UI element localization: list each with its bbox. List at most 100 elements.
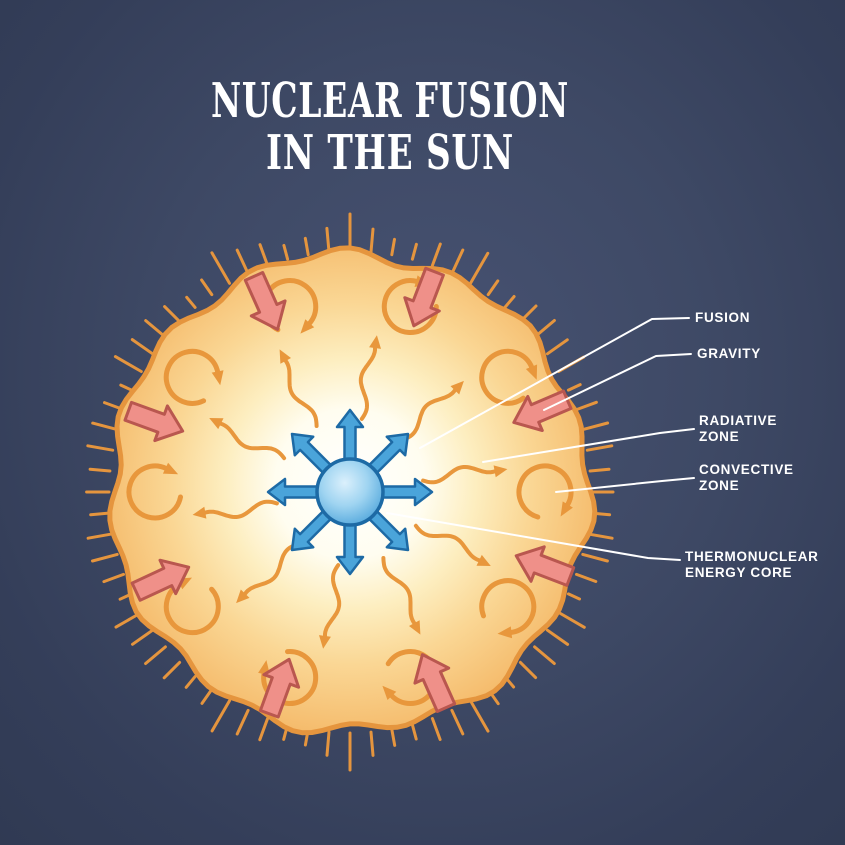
sun-spike — [369, 227, 375, 254]
sun-spike — [325, 730, 331, 757]
sun-spike — [557, 611, 586, 629]
leader-line-thermonuclear-core — [386, 512, 681, 561]
sun-spike — [282, 243, 290, 261]
sun-spike — [130, 338, 155, 356]
gravity-arrow-icon — [123, 400, 185, 443]
sun-spike — [390, 237, 396, 257]
label-thermonuclear-core-line2: ENERGY CORE — [685, 565, 792, 580]
sun-spike — [503, 295, 516, 309]
radiation-wave-arrow-icon — [218, 421, 287, 461]
convection-arrowhead — [211, 370, 224, 386]
sun-spike — [369, 730, 375, 757]
gravity-arrow-icon — [243, 271, 287, 331]
sun-spike — [185, 295, 197, 309]
label-gravity: GRAVITY — [697, 346, 761, 361]
sun-spike — [545, 338, 569, 356]
radiation-arrowhead — [192, 506, 207, 519]
sun-spike — [450, 248, 465, 276]
sun-spike — [469, 699, 490, 733]
leader-line-convective-zone — [555, 477, 695, 493]
radiation-arrowhead — [409, 620, 421, 635]
convection-circular-arrow-icon — [163, 581, 221, 636]
sun-spike — [410, 723, 418, 741]
sun-spike — [430, 242, 442, 267]
radiation-wave-arrow-icon — [283, 358, 319, 428]
convection-circular-arrow-icon — [381, 278, 439, 336]
leader-line-fusion — [419, 317, 690, 449]
label-radiative-zone-line1: RADIATIVE — [699, 413, 777, 428]
gravity-arrows — [123, 266, 576, 719]
convection-circular-arrow-icon — [126, 463, 183, 521]
sun-spike — [533, 645, 556, 665]
sun-spike — [410, 242, 418, 261]
gravity-arrow-icon — [130, 558, 191, 602]
sun-spike — [585, 444, 614, 452]
radiation-wave-arrow-icon — [413, 523, 482, 563]
sun-spike — [575, 572, 598, 583]
label-convective-zone-line2: ZONE — [699, 478, 739, 493]
sun-spike — [162, 660, 182, 680]
sun-spike — [303, 236, 310, 257]
gravity-arrow-icon — [413, 653, 457, 713]
sun-spike — [102, 572, 125, 584]
radiation-arrowhead — [476, 554, 491, 566]
thermonuclear-core — [266, 408, 434, 576]
radiation-wave-arrow-icon — [243, 542, 300, 596]
radiation-arrowhead — [493, 465, 508, 478]
sun-spike — [88, 467, 112, 473]
radiation-wave-arrow-icon — [203, 499, 279, 519]
radiation-arrowhead — [450, 380, 464, 395]
sun-spike — [585, 532, 614, 540]
sun-spike — [113, 355, 143, 373]
convection-circular-arrow-icon — [163, 348, 221, 406]
leader-lines — [386, 317, 695, 561]
convection-circular-arrow-icon — [516, 463, 574, 520]
gravity-arrow-icon — [403, 266, 445, 328]
radiation-wave-arrow-icon — [381, 556, 417, 626]
radiation-arrowhead — [236, 589, 250, 604]
radiation-arrowhead — [319, 635, 331, 649]
convection-arrowhead — [162, 462, 179, 475]
radiation-arrowhead — [369, 335, 381, 349]
sun-spike — [566, 383, 582, 392]
sun-spike — [450, 708, 465, 736]
sun-spike — [469, 251, 490, 285]
sun-spike — [210, 699, 231, 733]
sun-spike — [325, 226, 331, 254]
sun-spike — [144, 645, 167, 665]
convection-arrowhead — [525, 364, 538, 380]
sun-spike — [200, 278, 214, 297]
sun-spike — [200, 687, 214, 705]
sun-spike — [575, 400, 598, 412]
sun-spike — [581, 421, 610, 432]
leader-line-gravity — [543, 353, 692, 411]
sun-spike — [258, 243, 270, 267]
sun-spike — [518, 660, 538, 680]
sun-spike — [545, 628, 570, 646]
sun-spike — [430, 717, 442, 741]
convection-arrowhead — [497, 626, 513, 639]
page-title-line1: NUCLEAR FUSION — [211, 73, 569, 129]
radiation-wave-arrow-icon — [358, 346, 377, 421]
convection-arrowhead — [382, 685, 397, 700]
sun-spike — [144, 319, 167, 339]
label-fusion: FUSION — [695, 310, 750, 325]
gravity-arrow-icon — [514, 545, 576, 587]
sun-spike — [210, 251, 231, 285]
sun-spike — [131, 628, 155, 646]
radiation-wave-arrow-icon — [400, 388, 457, 442]
sun-spike — [581, 552, 609, 563]
convection-circular-arrow-icon — [479, 348, 535, 406]
leader-line-radiative-zone — [482, 428, 695, 463]
gravity-arrow-icon — [258, 657, 301, 719]
radiation-wave-arrow-icon — [323, 563, 342, 638]
fusion-core-sphere — [315, 457, 385, 527]
label-thermonuclear-core-line1: THERMONUCLEAR — [685, 549, 819, 564]
convection-arrowhead — [560, 501, 573, 517]
convection-arrowhead — [300, 319, 315, 334]
label-radiative-zone-line2: ZONE — [699, 429, 739, 444]
sun-spike — [588, 467, 611, 473]
sun-spike — [566, 592, 581, 601]
label-convective-zone-line1: CONVECTIVE — [699, 462, 794, 477]
